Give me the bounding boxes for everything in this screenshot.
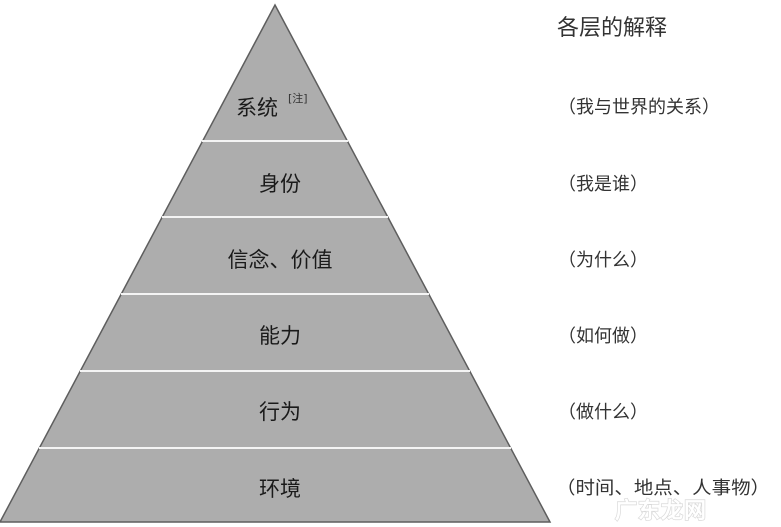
explanation-identity: （我是谁） xyxy=(558,174,648,195)
explanation-beliefs-values: （为什么） xyxy=(558,250,648,271)
level-environment: 环境 xyxy=(259,477,301,501)
explanation-system: （我与世界的关系） xyxy=(558,97,720,118)
level-capability: 能力 xyxy=(259,324,301,348)
explanation-header: 各层的解释 xyxy=(557,16,667,41)
level-system: 系统 xyxy=(236,96,278,120)
explanation-capability: （如何做） xyxy=(558,326,648,347)
explanation-behavior: （做什么） xyxy=(558,402,648,423)
explanation-environment: （时间、地点、人事物） xyxy=(556,478,770,499)
watermark: 广东龙网 xyxy=(615,498,707,524)
pyramid xyxy=(0,3,552,523)
level-identity: 身份 xyxy=(259,172,301,196)
level-system-note: [注] xyxy=(288,91,308,105)
level-behavior: 行为 xyxy=(259,400,301,424)
level-beliefs-values: 信念、价值 xyxy=(228,248,333,272)
